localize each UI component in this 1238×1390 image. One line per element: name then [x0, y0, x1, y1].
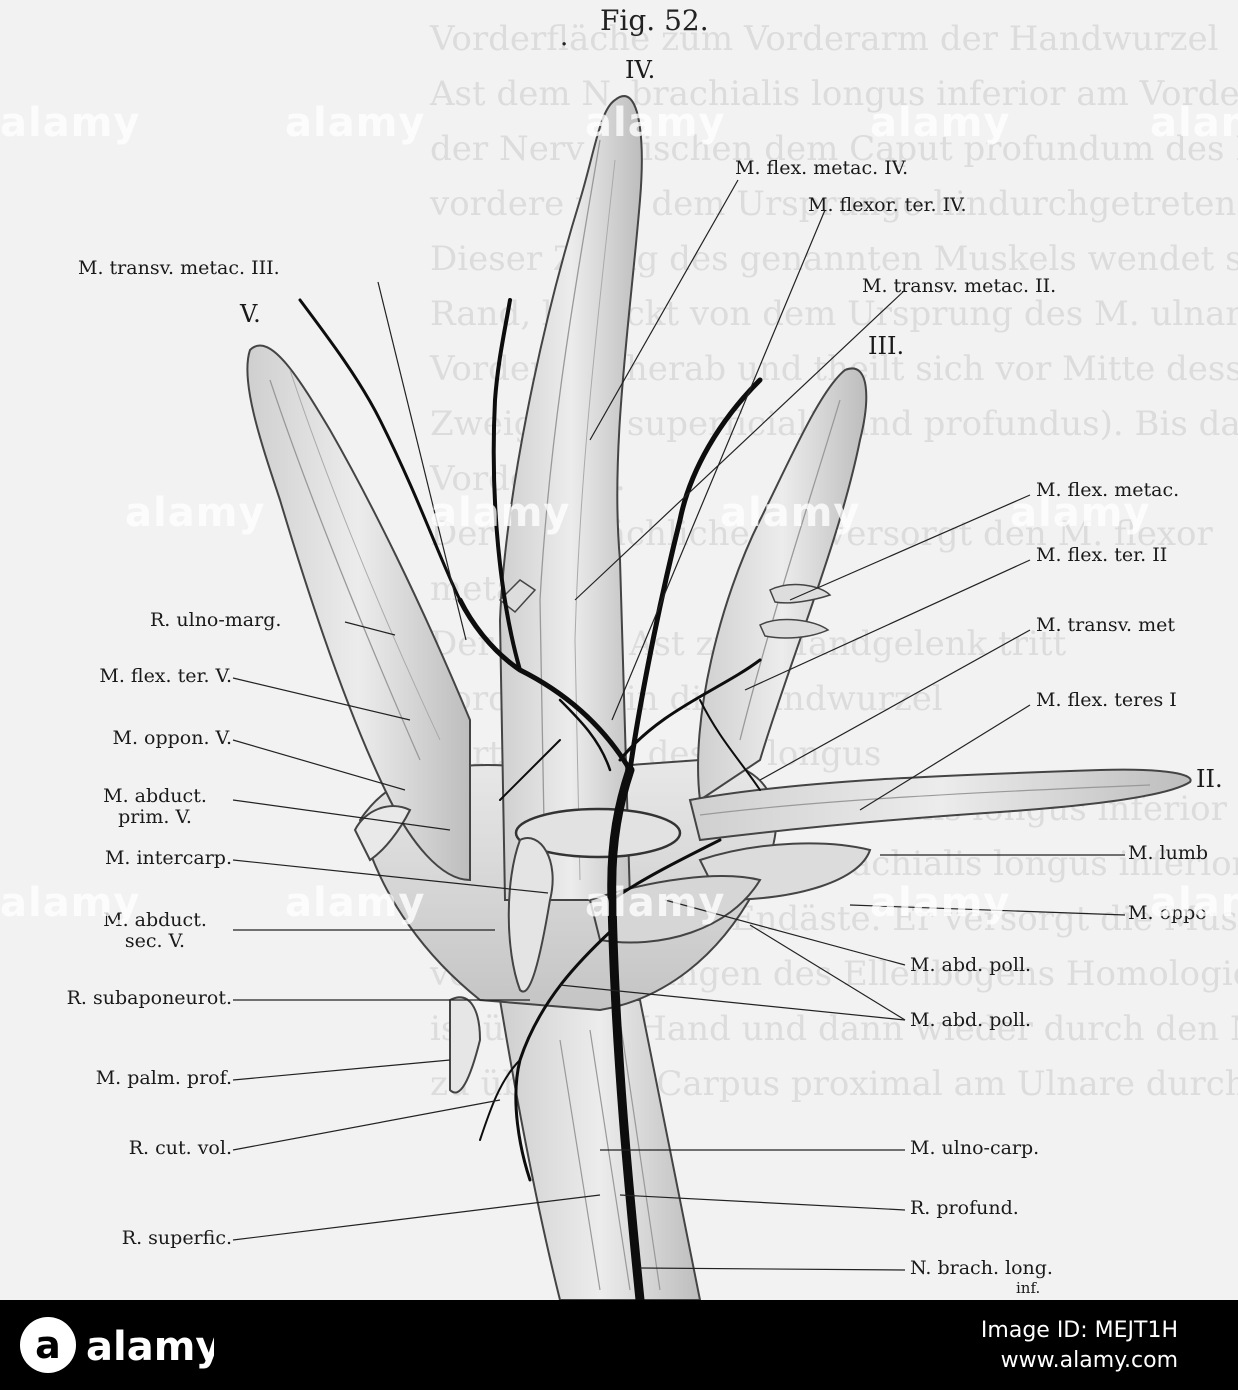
stock-footer-bar: a alamy Image ID: MEJT1H www.alamy.com: [0, 1300, 1238, 1390]
watermark: alamy: [1150, 880, 1238, 926]
label-r-cut-vol: R. cut. vol.: [128, 1137, 232, 1159]
label-n-brach-inf: inf.: [1016, 1279, 1041, 1297]
label-r-superfic: R. superfic.: [121, 1227, 232, 1249]
label-n-brach-long: N. brach. long.: [910, 1257, 1053, 1279]
label-flexor-ter-IV: M. flexor. ter. IV.: [808, 194, 967, 216]
label-transv-metac-II: M. transv. metac. II.: [862, 275, 1057, 297]
site-url: www.alamy.com: [1000, 1348, 1178, 1373]
watermark: alamy: [0, 100, 141, 146]
watermark: alamy: [285, 880, 426, 926]
label-flex-teres: M. flex. teres I: [1036, 689, 1177, 711]
digit-label-III: III.: [868, 332, 905, 360]
label-transv-metac-III: M. transv. metac. III.: [78, 257, 280, 279]
leader-lines: [232, 179, 1126, 1271]
label-abduct-sec-V-line2: sec. V.: [124, 929, 186, 952]
watermark: alamy: [585, 880, 726, 926]
watermark: alamy: [870, 880, 1011, 926]
logo-letter: a: [35, 1323, 61, 1367]
watermark: alamy: [285, 100, 426, 146]
label-abduct-prim-V-line2: prim. V.: [118, 805, 192, 828]
muscle-belly-oval: [514, 807, 682, 859]
label-lumb: M. lumb: [1128, 842, 1209, 864]
bleed-through-line: Vorderfläche zum Vorderarm der Handwurze…: [430, 19, 1219, 59]
caption-dot: .: [560, 22, 569, 52]
alamy-logo-icon: a alamy: [20, 1317, 214, 1373]
label-flex-ter-II: M. flex. ter. II: [1036, 544, 1168, 566]
label-r-subaponeurot: R. subaponeurot.: [66, 987, 232, 1009]
label-flex-metac-IV: M. flex. metac. IV.: [735, 157, 909, 179]
watermark: alamy: [720, 490, 861, 536]
illustration-plate: Vorderfläche zum Vorderarm der Handwurze…: [0, 0, 1238, 1300]
label-abd-poll-1: M. abd. poll.: [910, 954, 1032, 976]
label-flex-metac: M. flex. metac.: [1036, 479, 1180, 501]
label-abduct-sec-V-line1: M. abduct.: [103, 909, 207, 931]
label-r-ulno-marg: R. ulno-marg.: [150, 609, 282, 631]
watermark: alamy: [585, 100, 726, 146]
nerve-branches: [298, 298, 763, 1300]
label-intercarp: M. intercarp.: [104, 847, 232, 869]
label-palm-prof: M. palm. prof.: [95, 1067, 232, 1089]
label-abduct-prim-V: M. abduct. prim. V.: [80, 786, 230, 828]
label-r-profund: R. profund.: [910, 1197, 1019, 1219]
label-abd-poll-2: M. abd. poll.: [910, 1009, 1032, 1031]
label-flex-ter-V: M. flex. ter. V.: [99, 665, 232, 687]
image-id-label: Image ID: MEJT1H: [980, 1318, 1178, 1343]
digit-label-V: V.: [240, 300, 261, 328]
watermark: alamy: [430, 490, 571, 536]
digit-label-IV: IV.: [625, 56, 656, 84]
digit-label-II: II.: [1196, 765, 1223, 793]
watermark: alamy: [870, 100, 1011, 146]
label-abduct-sec-V: M. abduct. sec. V.: [80, 910, 230, 952]
watermark: alamy: [1150, 100, 1238, 146]
watermark: alamy: [1010, 490, 1151, 536]
digit-II-shape: [688, 768, 1192, 842]
watermark: alamy: [125, 490, 266, 536]
label-transv-met: M. transv. met: [1036, 614, 1176, 636]
bleed-through-line: vordere und dem Ursprunge hindurchgetret…: [430, 184, 1238, 224]
figure-caption: Fig. 52.: [600, 4, 709, 37]
label-ulno-carp: M. ulno-carp.: [910, 1137, 1040, 1159]
label-oppo: M. oppo: [1128, 902, 1207, 924]
label-abduct-prim-V-line1: M. abduct.: [103, 785, 207, 807]
bleed-through-line: Ast dem N. brachialis longus inferior am…: [430, 74, 1238, 114]
anatomical-drawing: [232, 95, 1192, 1300]
watermark: alamy: [0, 880, 141, 926]
bleed-through-line: der Nerv zwischen dem Caput profundum de…: [430, 129, 1238, 169]
logo-wordmark: alamy: [86, 1324, 214, 1370]
label-oppon-V: M. oppon. V.: [112, 727, 233, 749]
